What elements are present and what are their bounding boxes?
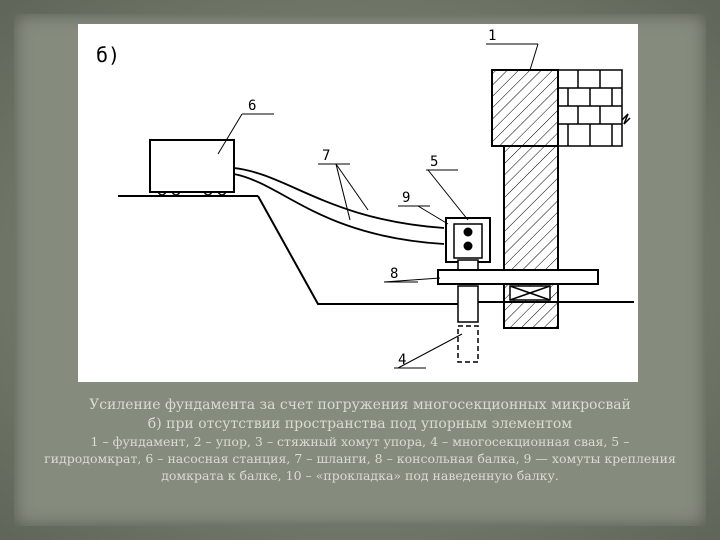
callout-1: 1 [488,28,496,44]
jack-piston [457,259,479,271]
callout-6: 6 [248,98,256,114]
drawing-svg: б) [96,28,634,369]
brick-wall [557,69,623,147]
caption-title: Усиление фундамента за счет погружения м… [89,397,631,413]
jack-port-upper [463,227,473,237]
pile-section-lower [457,325,479,363]
leader-lines [217,43,539,369]
figure-caption: Усиление фундамента за счет погружения м… [40,396,680,484]
callout-9: 9 [402,190,410,206]
callout-7: 7 [322,148,330,164]
callout-8: 8 [390,266,398,282]
panel-label: б) [96,43,120,67]
break-line [621,113,631,125]
excavation-slope [257,195,478,305]
cantilever-beam [437,269,599,285]
pile-section-upper [457,285,479,323]
spacer-cross [509,285,551,301]
callout-5: 5 [430,154,438,170]
hose-upper [233,167,445,229]
pump-station [149,139,235,193]
caption-legend: 1 – фундамент, 2 – упор, 3 – стяжный хом… [44,433,676,483]
caption-subtitle: б) при отсутствии пространства под упорн… [147,415,573,432]
technical-drawing: б) [78,24,638,382]
foundation-upper-block [491,69,559,147]
hose-lower [233,173,445,245]
callout-4: 4 [398,352,406,368]
jack-port-lower [463,241,473,251]
